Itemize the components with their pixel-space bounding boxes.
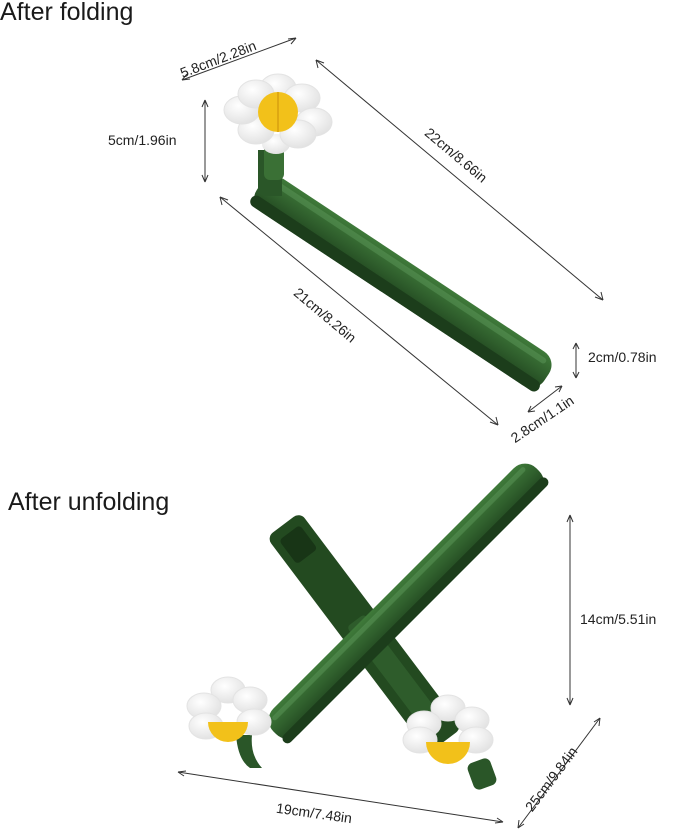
folded-clip-bar: [250, 176, 552, 392]
folded-clip: [223, 73, 552, 392]
unfolded-clip: [186, 463, 549, 790]
unfolded-front-arm: [268, 463, 549, 744]
folded-dimension-lines: [181, 37, 604, 426]
flower-height-label: 5cm/1.96in: [108, 132, 177, 148]
unfolded-dimension-lines: [177, 514, 601, 829]
after-folding-heading: After folding: [0, 0, 134, 26]
bar-height-label: 2cm/0.78in: [588, 349, 657, 365]
unfolded-flower-right-icon: [402, 694, 494, 764]
after-unfolding-heading: After unfolding: [8, 488, 170, 516]
folded-flower-icon: [223, 73, 333, 154]
unfolded-height-label: 14cm/5.51in: [580, 611, 657, 627]
unfolded-flower-left-icon: [186, 676, 272, 742]
